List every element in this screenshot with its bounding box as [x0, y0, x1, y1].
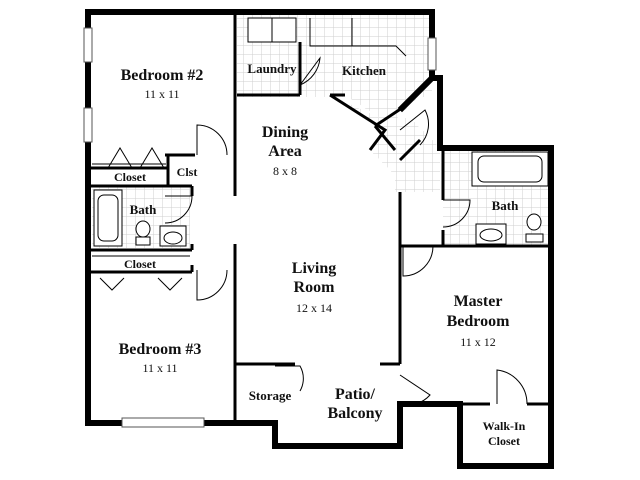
bedroom3-label: Bedroom #3 — [119, 341, 202, 358]
bath-right-label: Bath — [492, 198, 520, 213]
interior-walls — [88, 12, 551, 423]
master-size: 11 x 12 — [460, 335, 496, 349]
bath-left-label: Bath — [130, 202, 158, 217]
storage-label: Storage — [249, 388, 292, 403]
room-labels: Bedroom #2 11 x 11 Laundry Kitchen Dinin… — [114, 61, 526, 448]
kitchen-label: Kitchen — [342, 63, 387, 78]
laundry-label: Laundry — [247, 61, 297, 76]
bedroom2-size: 11 x 11 — [144, 87, 179, 101]
patio-label-line2: Balcony — [327, 405, 382, 422]
master-label-line1: Master — [454, 293, 503, 310]
master-label-line2: Bedroom — [447, 313, 510, 330]
walkin-label-line2: Closet — [488, 434, 520, 448]
closet-bedroom3-label: Closet — [124, 257, 156, 271]
closet-bedroom2-label: Closet — [114, 170, 146, 184]
dining-size: 8 x 8 — [273, 164, 297, 178]
windows — [83, 27, 437, 428]
walkin-label-line1: Walk-In — [483, 419, 526, 433]
kitchen-fixtures — [247, 17, 407, 57]
bedroom3-size: 11 x 11 — [142, 361, 177, 375]
doors — [92, 56, 528, 406]
dining-label-line1: Dining — [262, 124, 308, 141]
living-label-line1: Living — [292, 260, 336, 277]
bath-fixtures — [93, 151, 549, 247]
living-size: 12 x 14 — [296, 301, 332, 315]
bedroom2-label: Bedroom #2 — [121, 67, 204, 84]
patio-label-line1: Patio/ — [335, 386, 376, 403]
tiled-floor-areas — [92, 15, 551, 248]
living-label-line2: Room — [294, 279, 336, 296]
clst-label: Clst — [177, 165, 198, 179]
dining-label-line2: Area — [268, 143, 301, 160]
